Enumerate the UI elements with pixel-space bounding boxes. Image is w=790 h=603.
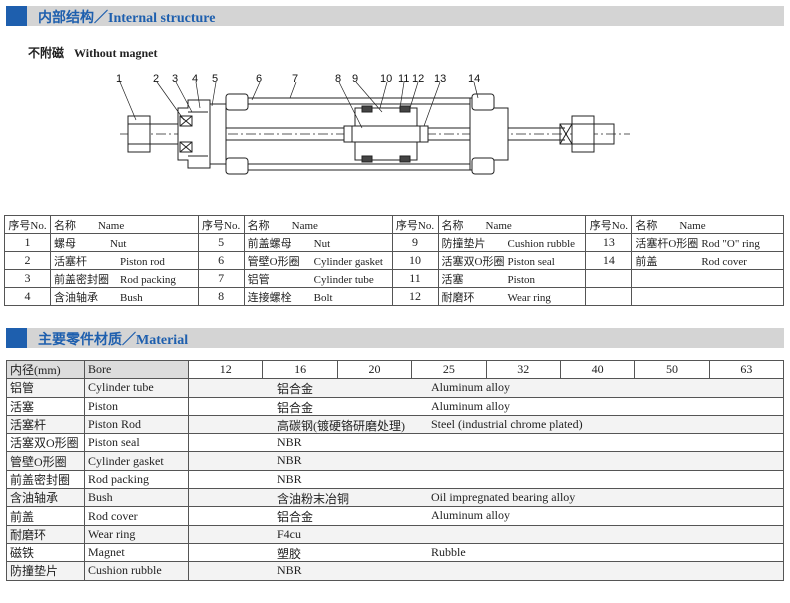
callout-12: 12 — [412, 73, 424, 85]
parts-table: 序号No. 名称 Name 序号No. 名称 Name 序号No. 名称 Nam… — [4, 215, 784, 306]
callout-11: 11 — [398, 73, 409, 85]
callout-6: 6 — [256, 73, 262, 85]
callout-8: 8 — [335, 73, 341, 85]
callout-3: 3 — [172, 73, 178, 85]
callout-9: 9 — [352, 73, 358, 85]
header-name: 名称 Name — [49, 215, 199, 234]
bore-label-zh: 内径(mm) — [6, 359, 85, 380]
material-table: 内径(mm) Bore 12 16 20 25 32 40 50 63 铝管 C… — [6, 359, 785, 581]
header-name: 名称 Name — [631, 215, 784, 234]
header-no: 序号No. — [4, 215, 51, 234]
callout-5: 5 — [212, 73, 218, 85]
section-marker — [6, 328, 27, 348]
callout-4: 4 — [192, 73, 198, 85]
table-row: 防撞垫片 Cushion rubble NBR — [6, 561, 784, 581]
table-row: 内径(mm) Bore 12 16 20 25 32 40 50 63 — [6, 359, 785, 380]
callout-14: 14 — [468, 73, 480, 85]
callout-10: 10 — [380, 73, 392, 85]
callout-1: 1 — [116, 73, 122, 85]
bore-label-en: Bore — [84, 359, 189, 380]
header-name: 名称 Name — [437, 215, 587, 234]
table-row: 前盖密封圈 Rod packing NBR — [6, 469, 784, 490]
callout-7: 7 — [292, 73, 298, 85]
section-header-internal: 内部结构／Internal structure — [6, 6, 784, 26]
table-row: 耐磨环 Wear ring F4cu — [6, 524, 784, 544]
header-no: 序号No. — [391, 215, 439, 234]
subtitle: 不附磁 Without magnet — [28, 44, 157, 61]
section-marker — [6, 6, 27, 26]
callout-13: 13 — [434, 73, 446, 85]
subtitle-en: Without magnet — [74, 46, 158, 60]
table-row: 活塞杆 Piston Rod 高碳钢(镀硬铬研磨处理)Steel (indust… — [6, 414, 784, 435]
section-title: 主要零件材质／Material — [38, 333, 189, 348]
header-no: 序号No. — [585, 215, 633, 234]
section-title: 内部结构／Internal structure — [38, 11, 216, 26]
table-row: 序号No. 名称 Name 序号No. 名称 Name 序号No. 名称 Nam… — [4, 215, 784, 234]
callout-2: 2 — [153, 73, 159, 85]
table-row: 管壁O形圈 Cylinder gasket NBR — [6, 451, 784, 471]
section-header-material: 主要零件材质／Material — [6, 328, 784, 348]
subtitle-zh: 不附磁 — [28, 46, 65, 60]
header-no: 序号No. — [197, 215, 245, 234]
header-name: 名称 Name — [243, 215, 393, 234]
cylinder-cross-section-drawing: 1 2 3 4 5 6 7 8 9 10 11 12 13 14 — [116, 73, 630, 175]
table-row: 活塞双O形圈 Piston seal NBR — [6, 433, 784, 453]
